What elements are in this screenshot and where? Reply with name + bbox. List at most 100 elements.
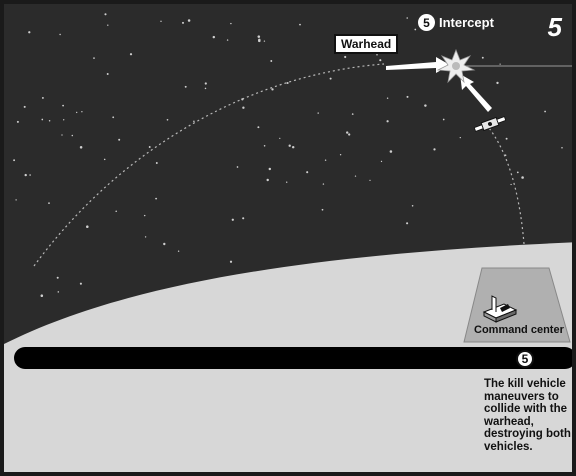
- star: [163, 243, 165, 245]
- star: [340, 154, 341, 155]
- star: [460, 137, 461, 138]
- star: [412, 205, 414, 207]
- star: [49, 120, 51, 122]
- star: [292, 146, 294, 148]
- star: [344, 56, 346, 58]
- star: [178, 251, 179, 252]
- intercept-label: 5 Intercept: [418, 14, 494, 31]
- star: [521, 176, 524, 179]
- star: [289, 145, 291, 147]
- star: [213, 36, 215, 38]
- star: [86, 225, 89, 228]
- star: [232, 219, 234, 221]
- star: [258, 35, 261, 38]
- star: [93, 57, 95, 59]
- star: [510, 184, 511, 185]
- star: [41, 294, 44, 297]
- intercept-text: Intercept: [439, 15, 494, 30]
- star: [42, 97, 44, 99]
- star: [80, 146, 83, 149]
- star: [130, 53, 132, 55]
- star: [506, 138, 508, 140]
- star: [414, 29, 416, 31]
- warhead-label: Warhead: [334, 34, 398, 54]
- star: [15, 199, 16, 200]
- star: [346, 131, 348, 133]
- star: [369, 180, 370, 181]
- star: [25, 174, 27, 176]
- caption-text: The kill vehicle maneuvers to collide wi…: [484, 378, 576, 453]
- star: [182, 22, 184, 24]
- star: [115, 211, 117, 213]
- star: [24, 106, 26, 108]
- star: [264, 145, 266, 147]
- star: [230, 23, 231, 24]
- star: [406, 17, 408, 19]
- star: [317, 112, 318, 113]
- star: [13, 159, 15, 161]
- star: [330, 78, 332, 80]
- star: [81, 111, 82, 112]
- star: [355, 175, 356, 176]
- star: [376, 54, 378, 56]
- star: [379, 59, 381, 61]
- star: [381, 161, 382, 162]
- star: [17, 121, 19, 123]
- star: [258, 39, 260, 41]
- star: [193, 120, 195, 122]
- star: [237, 166, 239, 168]
- star: [352, 113, 354, 115]
- step-badge: 5: [516, 350, 534, 368]
- panel-number: 5: [548, 14, 562, 40]
- star: [61, 134, 62, 135]
- star: [57, 277, 59, 279]
- star: [424, 104, 426, 106]
- star: [48, 202, 50, 204]
- star: [561, 147, 563, 149]
- star: [266, 179, 268, 181]
- star: [155, 198, 157, 200]
- star: [104, 159, 106, 161]
- star: [58, 291, 60, 293]
- star: [167, 119, 169, 121]
- star: [322, 209, 324, 211]
- star: [286, 182, 287, 183]
- star: [230, 261, 232, 263]
- star: [63, 119, 64, 120]
- star: [299, 24, 301, 26]
- star: [406, 96, 408, 98]
- star: [76, 112, 77, 113]
- intercept-step-badge: 5: [418, 14, 435, 31]
- star: [28, 31, 30, 33]
- star: [323, 183, 324, 184]
- star: [279, 138, 280, 139]
- star: [205, 88, 207, 90]
- star: [242, 217, 244, 219]
- star: [325, 159, 326, 160]
- star: [242, 107, 244, 109]
- star: [406, 222, 408, 224]
- star: [271, 88, 273, 90]
- star: [156, 162, 158, 164]
- star: [264, 40, 265, 41]
- star: [29, 174, 31, 176]
- star: [185, 86, 187, 88]
- star: [62, 105, 64, 107]
- star: [443, 119, 445, 121]
- star: [500, 64, 501, 65]
- star: [390, 150, 393, 153]
- star: [482, 57, 484, 59]
- star: [270, 60, 272, 62]
- star: [107, 73, 109, 75]
- star: [517, 172, 519, 174]
- star: [227, 39, 228, 40]
- star: [287, 82, 289, 84]
- star: [386, 120, 388, 122]
- star: [149, 146, 151, 148]
- star: [188, 19, 191, 22]
- star: [118, 139, 120, 141]
- command-center-label: Command center: [474, 324, 564, 336]
- star: [306, 171, 308, 173]
- star: [107, 25, 108, 26]
- star: [205, 82, 207, 84]
